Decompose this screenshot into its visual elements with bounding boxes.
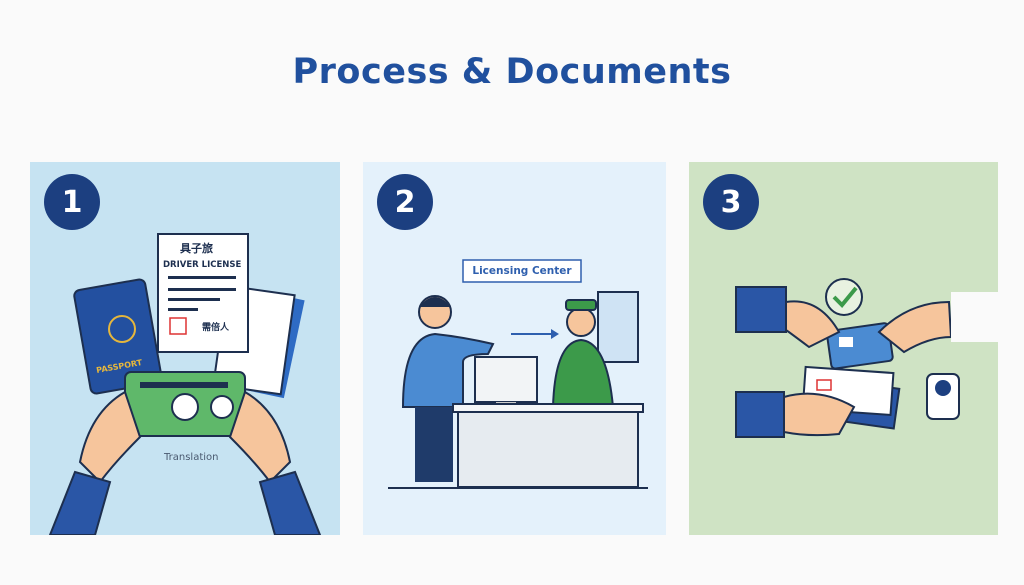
document-title: DRIVER LICENSE: [163, 260, 242, 270]
step-1-panel: 1 具子旅 DRIVER LICENSE 需倍人 PASSPORT Transl…: [30, 162, 340, 535]
person-icon: [401, 295, 495, 482]
counter-desk: [388, 403, 648, 489]
licensing-center-sign: Licensing Center: [472, 265, 572, 277]
stamp-icon: [926, 373, 960, 420]
step-1-illustration: [48, 233, 322, 535]
step-2-badge: 2: [377, 174, 433, 230]
step-2-panel: 2 Licensing Center: [363, 162, 666, 535]
hands-icon: [48, 390, 322, 535]
step-2-illustration: [388, 259, 648, 489]
license-card-icon: [124, 371, 246, 437]
officer-icon: [551, 299, 615, 408]
license-document-icon: [157, 233, 249, 353]
step-3-panel: 3: [689, 162, 998, 535]
document-signer: 需倍人: [202, 323, 230, 333]
document-heading: 具子旅: [180, 242, 213, 255]
sign-board: [462, 259, 582, 283]
checkmark-icon: [825, 278, 863, 316]
hands-icon: [735, 286, 998, 438]
arrow-icon: [511, 329, 559, 339]
window-icon: [597, 291, 639, 363]
translation-caption: Translation: [164, 452, 219, 463]
computer-icon: [474, 356, 538, 410]
step-3-illustration: [735, 278, 998, 438]
step-3-badge: 3: [703, 174, 759, 230]
page-title: Process & Documents: [292, 52, 732, 92]
step-1-badge: 1: [44, 174, 100, 230]
